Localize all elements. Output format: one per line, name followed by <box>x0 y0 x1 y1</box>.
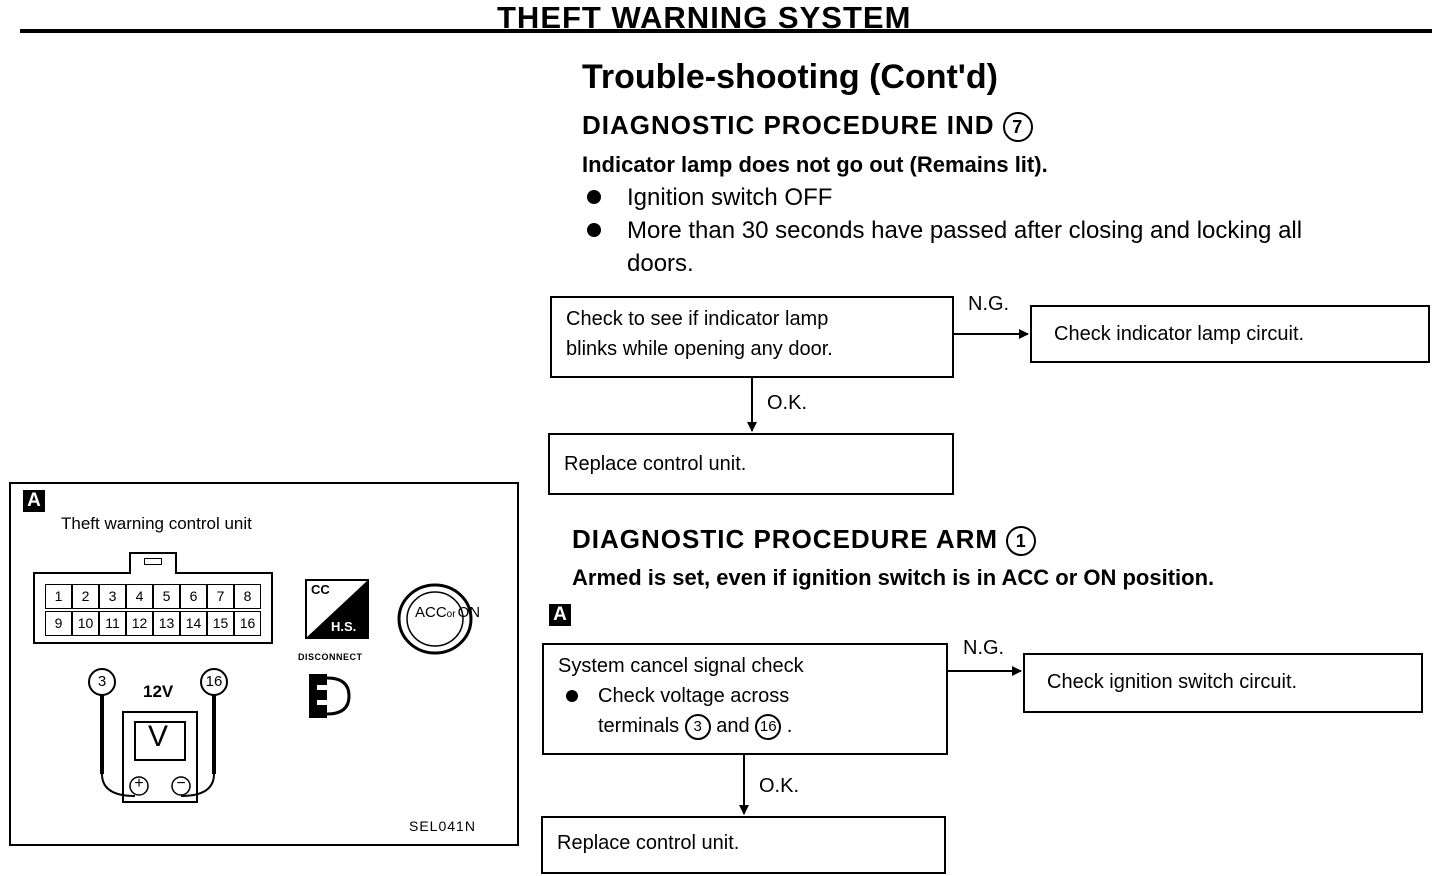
proc1-ok-box: Replace control unit. <box>548 433 954 495</box>
proc2-ng-box: Check ignition switch circuit. <box>1023 653 1423 713</box>
proc1-title-text: DIAGNOSTIC PROCEDURE IND <box>582 110 995 140</box>
proc2-number: 1 <box>1006 526 1037 557</box>
proc1-bullet-1: Ignition switch OFF <box>627 184 833 211</box>
proc1-title: DIAGNOSTIC PROCEDURE IND 7 <box>582 110 1033 143</box>
proc1-check-box: Check to see if indicator lamp blinks wh… <box>550 296 954 378</box>
proc2-ok-action: Replace control unit. <box>557 832 740 854</box>
pin-3: 3 <box>99 584 126 609</box>
meter-minus: − <box>176 775 186 792</box>
pin-5: 5 <box>153 584 180 609</box>
pin-16: 16 <box>234 611 261 636</box>
pin-6: 6 <box>180 584 207 609</box>
pin-9: 9 <box>45 611 72 636</box>
meter-symbol: V <box>148 720 169 753</box>
pin-4: 4 <box>126 584 153 609</box>
acc-text: ACC <box>415 604 447 621</box>
proc2-ok-box: Replace control unit. <box>541 816 946 874</box>
proc2-ng-action: Check ignition switch circuit. <box>1047 671 1298 693</box>
meter-wiring <box>100 579 473 803</box>
bullet-dot <box>587 190 601 204</box>
pin-13: 13 <box>153 611 180 636</box>
proc2-title-text: DIAGNOSTIC PROCEDURE ARM <box>572 524 999 554</box>
proc1-ng-label: N.G. <box>968 293 1010 315</box>
terminal-3-badge: 3 <box>684 713 711 740</box>
proc2-check-box: System cancel signal check Check voltage… <box>542 643 948 755</box>
cc-label: CC <box>311 582 330 597</box>
connector-pins: 1 2 3 4 5 6 7 8 9 10 11 12 13 14 15 16 <box>45 584 265 638</box>
proc1-check-line1: Check to see if indicator lamp <box>566 308 829 330</box>
proc2-terminals-text: terminals <box>598 715 680 737</box>
pin-11: 11 <box>99 611 126 636</box>
proc1-ng-box: Check indicator lamp circuit. <box>1030 305 1430 363</box>
section-title: Trouble-shooting (Cont'd) <box>582 58 998 96</box>
bullet-dot <box>566 690 578 702</box>
proc2-check-line2-text: Check voltage across <box>598 685 790 707</box>
disconnect-label: DISCONNECT <box>298 652 363 662</box>
figure-code: SEL041N <box>409 818 476 834</box>
proc2-check-line3: terminals 3 and 16 . <box>598 711 932 741</box>
meter-plus: + <box>134 775 144 792</box>
proc2-period: . <box>786 715 793 737</box>
bullet-dot <box>587 223 601 237</box>
proc1-bullet-2-cont: doors. <box>627 250 694 277</box>
pin-7: 7 <box>207 584 234 609</box>
proc2-ng-label: N.G. <box>963 637 1005 659</box>
pin-12: 12 <box>126 611 153 636</box>
proc1-number: 7 <box>1002 112 1033 143</box>
panel-marker-badge: A <box>23 490 45 512</box>
panel-title: Theft warning control unit <box>61 514 252 533</box>
proc2-and-text: and <box>716 715 750 737</box>
hs-label: H.S. <box>331 619 357 634</box>
proc2-check-line2: Check voltage across <box>558 681 932 711</box>
proc1-ok-action: Replace control unit. <box>564 453 747 475</box>
proc1-bullet-2: More than 30 seconds have passed after c… <box>627 217 1303 244</box>
proc2-check-line1: System cancel signal check <box>558 655 804 677</box>
diagram-panel: A Theft warning control unit 1 2 3 4 5 6… <box>9 482 519 846</box>
pin-8: 8 <box>234 584 261 609</box>
probe-terminal-16: 16 <box>200 668 228 696</box>
pin-14: 14 <box>180 611 207 636</box>
probe-terminal-3: 3 <box>88 668 116 696</box>
connector-latch <box>129 552 177 574</box>
terminal-16-badge: 16 <box>755 713 782 740</box>
marker-a-badge: A <box>549 604 571 626</box>
proc2-marker: A <box>549 604 571 626</box>
on-text: ON <box>457 604 481 621</box>
voltmeter-body <box>122 711 198 803</box>
proc1-ok-label: O.K. <box>767 392 808 414</box>
pin-15: 15 <box>207 611 234 636</box>
pin-10: 10 <box>72 611 99 636</box>
proc2-title: DIAGNOSTIC PROCEDURE ARM 1 <box>572 524 1037 557</box>
or-text: or <box>446 609 456 620</box>
proc1-check-line2: blinks while opening any door. <box>566 338 833 360</box>
voltage-label: 12V <box>143 682 174 701</box>
proc2-ok-label: O.K. <box>759 775 800 797</box>
header-rule <box>20 29 1432 33</box>
connector-latch-slot <box>144 558 162 565</box>
pin-2: 2 <box>72 584 99 609</box>
pin-1: 1 <box>45 584 72 609</box>
voltmeter-display <box>134 721 186 761</box>
proc1-subtitle: Indicator lamp does not go out (Remains … <box>582 152 1048 177</box>
proc2-subtitle: Armed is set, even if ignition switch is… <box>572 565 1215 590</box>
proc1-ng-action: Check indicator lamp circuit. <box>1054 323 1305 345</box>
